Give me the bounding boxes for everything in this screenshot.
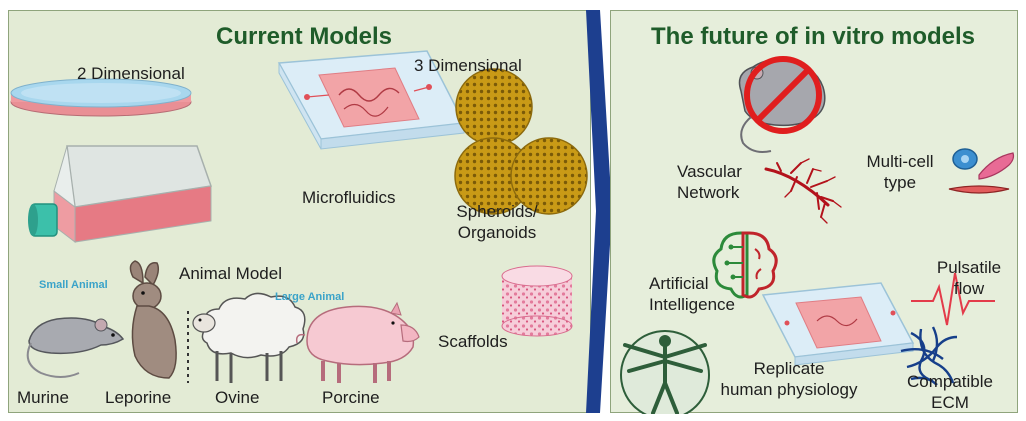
leporine-label: Leporine — [105, 387, 171, 408]
scaffold-icon — [502, 266, 572, 336]
spheroid-icon — [455, 69, 587, 214]
future-models-artwork — [611, 11, 1019, 414]
replicate-physiology-label: Replicate human physiology — [707, 358, 871, 400]
murine-label: Murine — [17, 387, 69, 408]
small-animal-label: Small Animal — [39, 279, 108, 291]
large-animal-label: Large Animal — [275, 291, 344, 303]
rabbit-icon — [130, 261, 176, 378]
petri-dish-icon — [11, 79, 191, 116]
three-dimensional-label: 3 Dimensional — [414, 55, 522, 76]
future-models-title: The future of in vitro models — [651, 23, 975, 51]
microfluidics-label: Microfluidics — [302, 187, 396, 208]
spheroids-organoids-label: Spheroids/ Organoids — [443, 201, 551, 243]
current-models-title: Current Models — [216, 23, 392, 51]
animal-model-label: Animal Model — [179, 263, 282, 284]
scaffolds-label: Scaffolds — [438, 331, 508, 352]
vascular-network-label: Vascular Network — [677, 161, 742, 203]
no-rat-icon — [740, 59, 825, 152]
pig-icon — [297, 303, 419, 383]
sheep-icon — [193, 293, 305, 383]
vitruvian-man-icon — [621, 331, 709, 414]
artificial-intelligence-label: Artificial Intelligence — [649, 273, 735, 315]
cell-types-icon — [949, 149, 1014, 193]
microfluidic-chip-icon — [763, 283, 913, 365]
compatible-ecm-label: Compatible ECM — [905, 371, 995, 413]
two-dimensional-label: 2 Dimensional — [77, 63, 185, 84]
culture-flask-icon — [28, 146, 211, 242]
multi-cell-type-label: Multi-cell type — [855, 151, 945, 193]
current-models-panel: Current Models 2 Dimensional 3 Dimension… — [8, 10, 591, 413]
vascular-network-icon — [766, 159, 841, 223]
pulsatile-flow-label: Pulsatile flow — [929, 257, 1009, 299]
mouse-icon — [28, 318, 123, 377]
ovine-label: Ovine — [215, 387, 259, 408]
porcine-label: Porcine — [322, 387, 380, 408]
future-models-panel: The future of in vitro models Vascular N… — [610, 10, 1018, 413]
